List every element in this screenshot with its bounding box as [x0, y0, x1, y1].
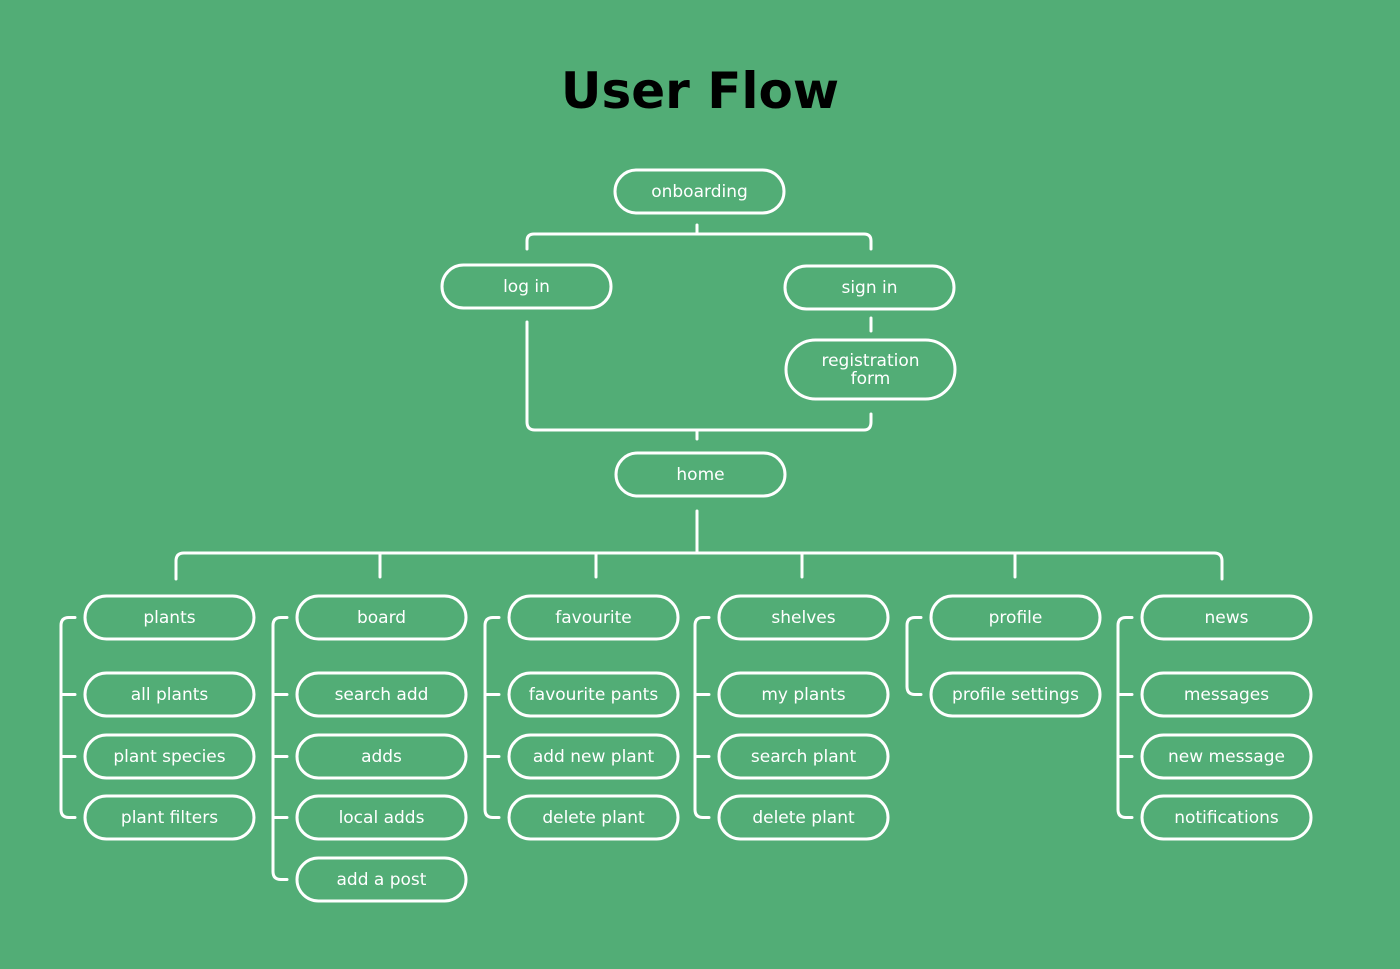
- node-label: delete plant: [752, 808, 855, 828]
- node-shelves-item[interactable]: my plants: [717, 671, 890, 718]
- node-label: profile: [989, 608, 1043, 628]
- node-news-item[interactable]: notifications: [1140, 794, 1313, 841]
- section-news: news messages new message notifications: [1116, 594, 1313, 841]
- node-label: news: [1205, 608, 1249, 628]
- node-label: plant species: [113, 747, 225, 767]
- node-label: favourite pants: [529, 685, 659, 705]
- node-label: notifications: [1174, 808, 1279, 828]
- bracket-profile: [905, 616, 923, 696]
- node-board-item[interactable]: search add: [295, 671, 468, 718]
- node-favourite-item[interactable]: add new plant: [507, 733, 680, 780]
- node-shelves[interactable]: shelves: [717, 594, 890, 641]
- node-label: new message: [1168, 747, 1285, 767]
- node-label: board: [357, 608, 406, 628]
- node-label: log in: [503, 277, 550, 297]
- node-shelves-item[interactable]: search plant: [717, 733, 890, 780]
- node-sign-in[interactable]: sign in: [783, 264, 956, 311]
- node-profile-item[interactable]: profile settings: [929, 671, 1102, 718]
- node-favourite-item[interactable]: favourite pants: [507, 671, 680, 718]
- node-board-item[interactable]: add a post: [295, 856, 468, 903]
- bracket-favourite: [483, 616, 501, 819]
- node-label: shelves: [771, 608, 835, 628]
- node-label: local adds: [339, 808, 425, 828]
- node-board[interactable]: board: [295, 594, 468, 641]
- node-news-item[interactable]: messages: [1140, 671, 1313, 718]
- node-label: search add: [335, 685, 429, 705]
- section-board: board search add adds local adds add a post: [271, 594, 468, 903]
- node-label: onboarding: [651, 182, 748, 202]
- node-plants-item[interactable]: all plants: [83, 671, 256, 718]
- node-shelves-item[interactable]: delete plant: [717, 794, 890, 841]
- node-log-in[interactable]: log in: [440, 263, 613, 310]
- node-plants-item[interactable]: plant species: [83, 733, 256, 780]
- node-favourite[interactable]: favourite: [507, 594, 680, 641]
- node-label: adds: [361, 747, 402, 767]
- node-label: favourite: [555, 608, 631, 628]
- node-label: messages: [1184, 685, 1269, 705]
- node-label: delete plant: [542, 808, 645, 828]
- node-label: profile settings: [952, 685, 1079, 705]
- bracket-news: [1116, 616, 1134, 819]
- bracket-board: [271, 616, 289, 881]
- node-label: form: [851, 369, 891, 389]
- node-label: home: [676, 465, 724, 485]
- connector-home-sections: [174, 509, 1224, 581]
- node-label: add a post: [337, 870, 427, 890]
- section-favourite: favourite favourite pants add new plant del…: [483, 594, 680, 841]
- node-plants[interactable]: plants: [83, 594, 256, 641]
- node-news-item[interactable]: new message: [1140, 733, 1313, 780]
- node-registration-form[interactable]: registration form: [784, 338, 957, 401]
- connectors: [174, 223, 1224, 581]
- node-profile[interactable]: profile: [929, 594, 1102, 641]
- node-favourite-item[interactable]: delete plant: [507, 794, 680, 841]
- node-label: registration: [821, 351, 919, 371]
- bracket-shelves: [693, 616, 711, 819]
- node-board-item[interactable]: local adds: [295, 794, 468, 841]
- node-label: search plant: [751, 747, 857, 767]
- node-label: all plants: [131, 685, 209, 705]
- node-label: sign in: [841, 278, 897, 298]
- bracket-plants: [59, 616, 77, 819]
- section-shelves: shelves my plants search plant delete plant: [693, 594, 890, 841]
- nodes: onboarding log in sign in registration f…: [59, 168, 1313, 903]
- node-home[interactable]: home: [614, 451, 787, 498]
- node-plants-item[interactable]: plant filters: [83, 794, 256, 841]
- node-label: plants: [143, 608, 195, 628]
- node-label: my plants: [761, 685, 845, 705]
- node-label: plant filters: [121, 808, 218, 828]
- connector-onboarding-split: [525, 223, 873, 251]
- node-board-item[interactable]: adds: [295, 733, 468, 780]
- section-plants: plants all plants plant species plant filte…: [59, 594, 256, 841]
- node-onboarding[interactable]: onboarding: [613, 168, 786, 215]
- page-title: User Flow: [561, 62, 839, 120]
- connector-to-home: [525, 320, 873, 441]
- node-label: add new plant: [533, 747, 655, 767]
- node-news[interactable]: news: [1140, 594, 1313, 641]
- section-profile: profile profile settings: [905, 594, 1102, 718]
